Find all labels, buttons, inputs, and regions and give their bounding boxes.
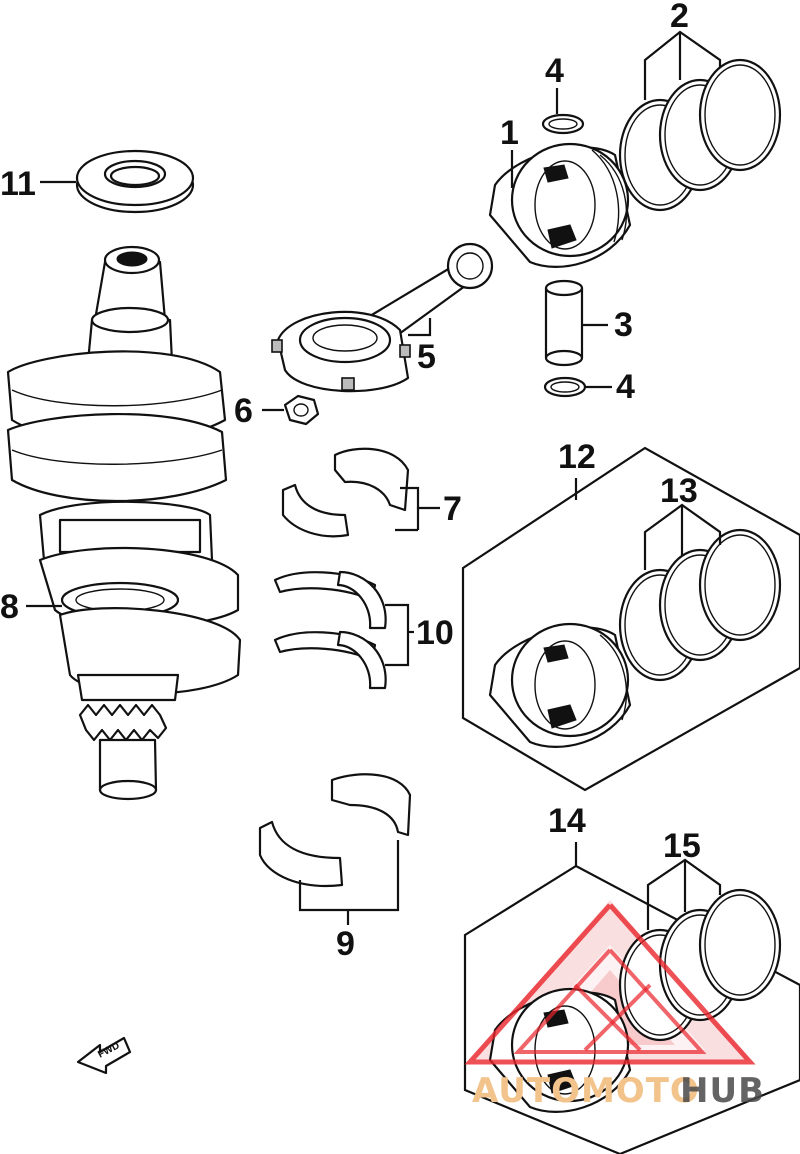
callout-1: 1 xyxy=(500,114,519,152)
part-14-box xyxy=(463,858,800,1154)
watermark-text-hub: HUB xyxy=(680,1071,765,1111)
callout-4-upper: 4 xyxy=(545,52,564,90)
part-11-oil-seal xyxy=(75,149,195,214)
forward-arrow-icon: FWD xyxy=(76,1036,132,1075)
part-12-piston xyxy=(488,622,632,749)
part-8-crankshaft xyxy=(6,245,242,801)
part-7-conrod-bearing xyxy=(281,447,410,538)
callout-10: 10 xyxy=(416,614,454,652)
callout-12: 12 xyxy=(558,438,596,476)
part-10-thrust-bearings xyxy=(273,570,387,690)
callout-8: 8 xyxy=(0,588,19,626)
part-13-piston-rings xyxy=(618,528,782,682)
callout-4-lower: 4 xyxy=(616,368,635,406)
part-6-nut xyxy=(283,394,320,426)
callout-14: 14 xyxy=(548,802,586,840)
callout-7: 7 xyxy=(443,490,462,528)
part-15-piston-rings xyxy=(618,888,782,1042)
callout-labels: 2 4 1 11 3 5 4 6 12 13 7 8 10 14 15 9 xyxy=(0,0,701,963)
part-1-piston xyxy=(488,142,632,269)
callout-2: 2 xyxy=(670,0,689,35)
watermark-triangle xyxy=(464,903,756,1065)
part-9-main-bearing xyxy=(258,773,412,888)
callout-5: 5 xyxy=(417,338,436,376)
part-3-piston-pin xyxy=(544,279,584,367)
part-4-circlip-lower xyxy=(543,376,587,398)
part-2-piston-rings xyxy=(618,58,782,212)
callout-15: 15 xyxy=(663,827,701,865)
part-4-circlip-upper xyxy=(541,113,585,135)
watermark-text: AUTOMOTO HUB xyxy=(472,1071,765,1111)
watermark-text-automoto: AUTOMOTO xyxy=(472,1071,700,1111)
part-5-connecting-rod xyxy=(271,242,494,393)
callout-13: 13 xyxy=(660,472,698,510)
callout-6: 6 xyxy=(234,392,253,430)
callout-3: 3 xyxy=(614,306,633,344)
callout-11: 11 xyxy=(0,165,36,203)
callout-9: 9 xyxy=(336,925,355,963)
part-12-box xyxy=(461,446,800,792)
